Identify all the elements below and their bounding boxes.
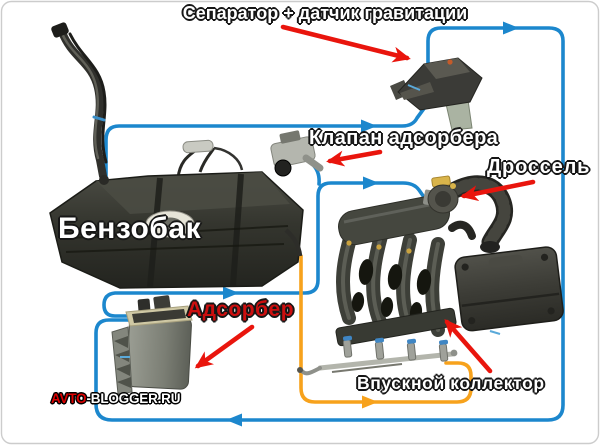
watermark: AVTO-BLOGGER.RU (51, 391, 180, 406)
label-adsorber: Адсорбер (187, 298, 295, 321)
arrow-to-throttle (460, 179, 536, 202)
flow-arrow-right-fuel (362, 395, 378, 409)
purge-valve-photo (270, 130, 324, 177)
flow-arrow-right-valve (363, 176, 379, 190)
line-adsorber-to-valve-to-throttle (102, 181, 428, 318)
watermark-suffix: -BLOGGER.RU (86, 391, 181, 406)
line-separator-to-adsorber (94, 26, 565, 422)
flow-arrow-right-upper (503, 21, 519, 35)
arrow-to-separator (280, 24, 411, 63)
arrow-to-valve (326, 149, 383, 167)
fuel-rail-photo (297, 335, 458, 376)
throttle-photo (423, 175, 459, 214)
intake-manifold-photo (335, 194, 457, 347)
pointer-arrows (194, 24, 536, 374)
line-tank-to-fuel-rail (299, 254, 473, 404)
air-duct-photo (446, 175, 513, 251)
separator-photo (390, 57, 483, 131)
flow-arrow-left-bottom (226, 413, 242, 427)
air-filter-box-photo (454, 241, 564, 335)
label-valve: Клапан адсорбера (309, 127, 499, 149)
arrow-to-adsorber (194, 324, 255, 369)
arrow-to-manifold (444, 318, 493, 374)
fuel-tank-photo (49, 139, 304, 289)
adsorber-photo (111, 295, 193, 395)
label-manifold: Впускной коллектор (357, 373, 545, 393)
flow-arrow-right-mid (223, 286, 239, 300)
watermark-prefix: AVTO (51, 391, 87, 406)
filler-neck-photo (51, 22, 108, 180)
fuel-line-group (299, 254, 473, 409)
vapor-lines (94, 21, 565, 427)
line-tank-to-separator (104, 101, 430, 178)
flow-arrow-right-top (361, 119, 377, 133)
label-throttle: Дроссель (487, 156, 591, 178)
label-tank: Бензобак (58, 212, 202, 245)
label-separator: Сепаратор + датчик гравитации (182, 3, 468, 23)
